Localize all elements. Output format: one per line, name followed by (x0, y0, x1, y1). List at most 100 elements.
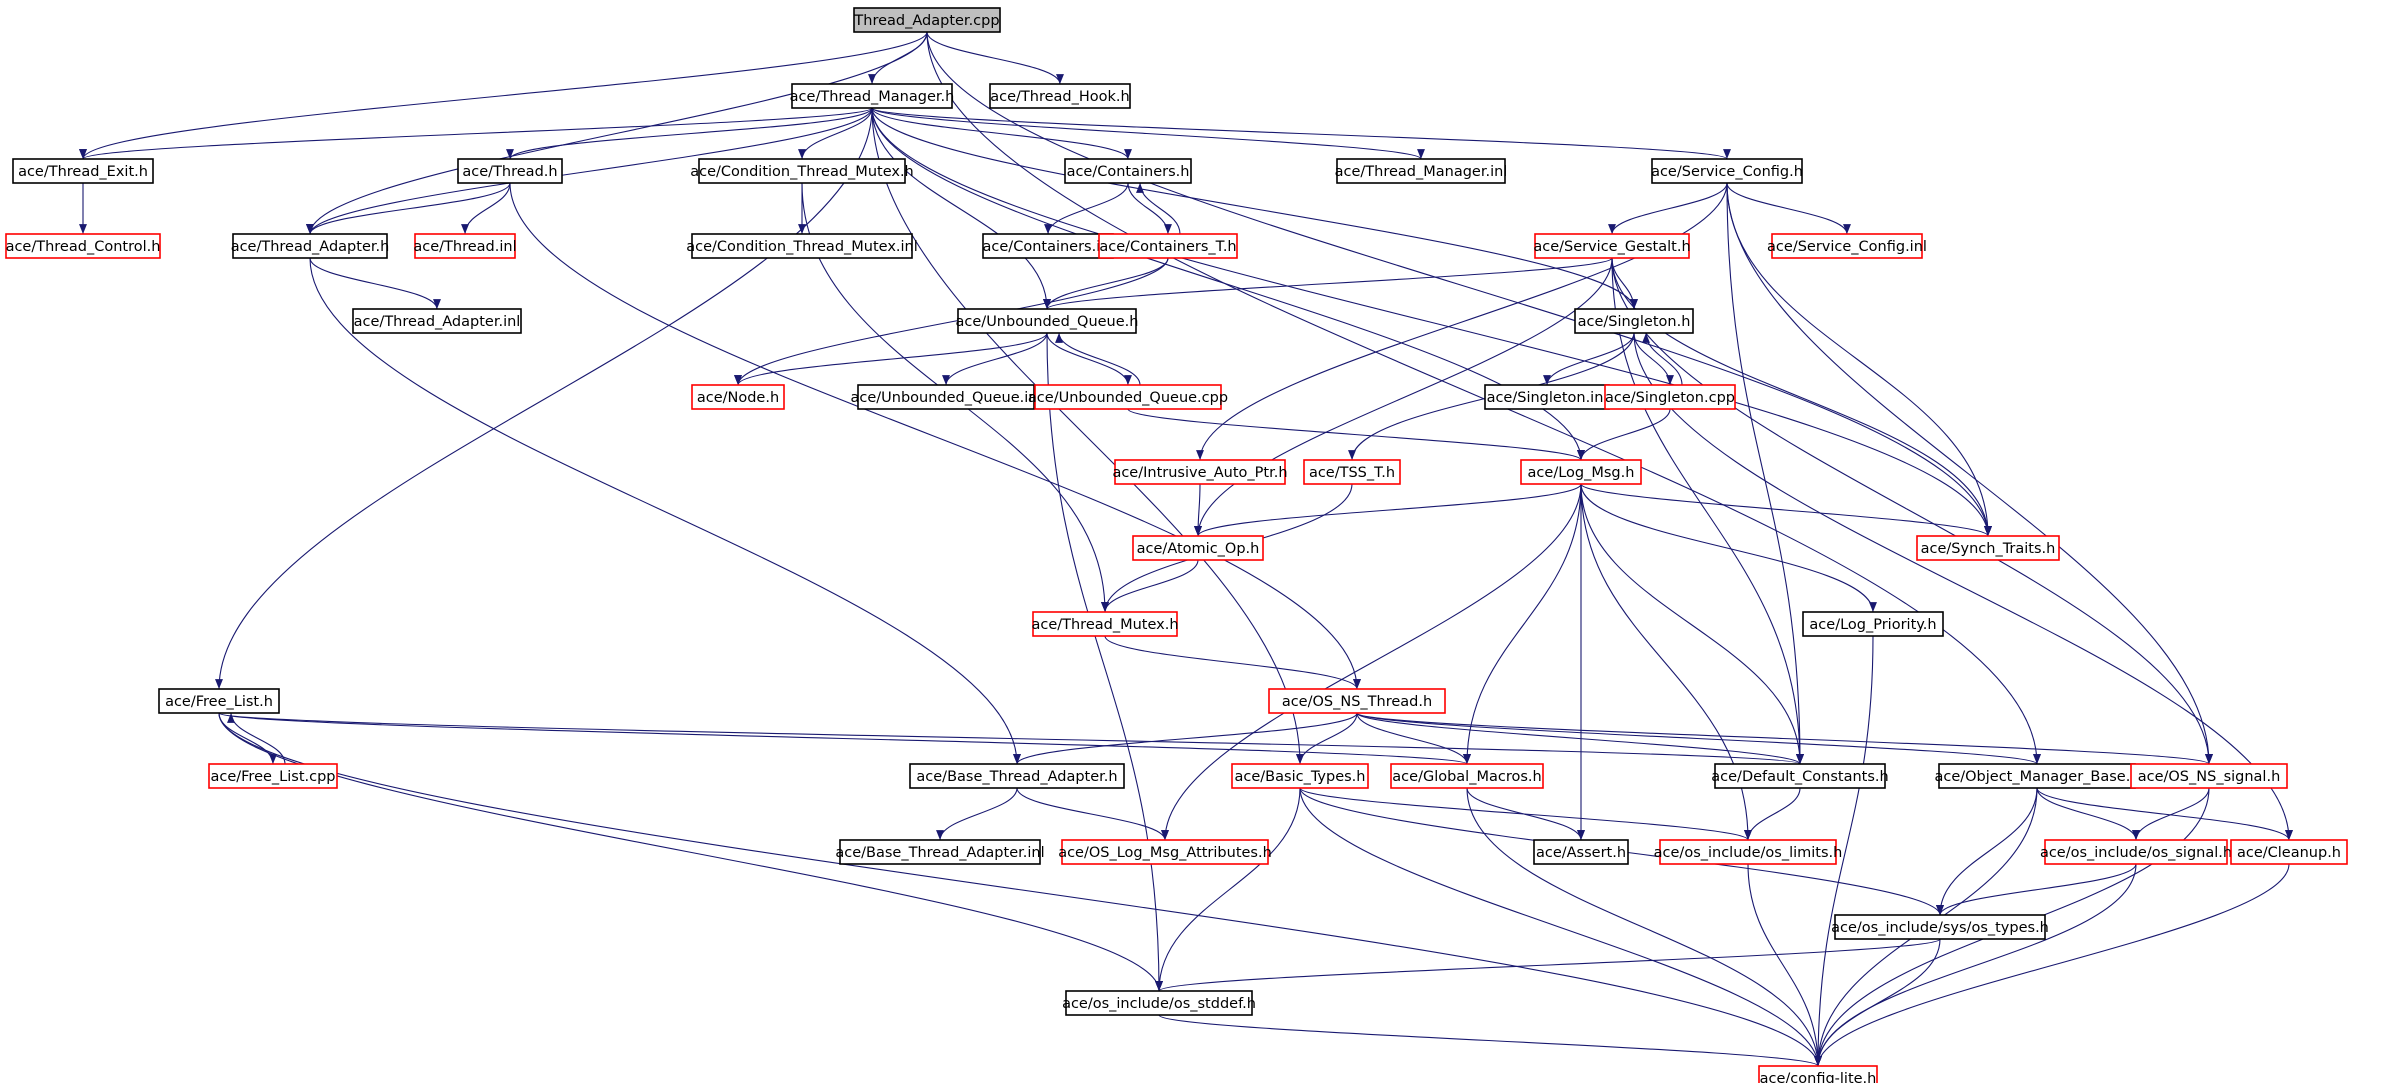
file-node-n34[interactable]: ace/Free_List.cpp (208, 763, 338, 789)
file-node-n1[interactable]: ace/Thread_Manager.h (790, 83, 955, 109)
file-node-n6[interactable]: ace/Containers.h (1064, 158, 1192, 184)
node-label: ace/Global_Macros.h (1392, 769, 1541, 785)
file-node-n12[interactable]: ace/Condition_Thread_Mutex.inl (686, 233, 918, 259)
edge-n44-to-n49 (1747, 863, 1822, 1067)
node-label: ace/OS_NS_Thread.h (1282, 694, 1432, 710)
file-node-n11[interactable]: ace/Thread.inl (413, 233, 517, 259)
file-node-n15[interactable]: ace/Service_Gestalt.h (1533, 233, 1691, 259)
edge-n8-to-n40 (1726, 182, 2213, 765)
file-node-n47[interactable]: ace/os_include/sys/os_types.h (1831, 914, 2049, 940)
file-node-n9[interactable]: ace/Thread_Control.h (5, 233, 161, 259)
node-label: ace/Unbounded_Queue.h (956, 314, 1139, 330)
file-node-n16[interactable]: ace/Service_Config.inl (1767, 233, 1927, 259)
node-box (208, 763, 338, 789)
node-label: ace/Free_List.cpp (210, 769, 335, 785)
file-node-n28[interactable]: ace/Atomic_Op.h (1132, 535, 1264, 561)
file-node-n36[interactable]: ace/Basic_Types.h (1231, 763, 1369, 789)
file-node-n4[interactable]: ace/Thread.h (457, 158, 563, 184)
file-node-n27[interactable]: ace/Log_Msg.h (1520, 459, 1642, 485)
node-label: ace/Thread.h (462, 164, 557, 180)
file-node-n2[interactable]: ace/Thread_Hook.h (989, 83, 1131, 109)
node-label: ace/config-lite.h (1760, 1071, 1877, 1083)
file-node-n24[interactable]: ace/Singleton.cpp (1604, 384, 1736, 410)
file-node-n38[interactable]: ace/Default_Constants.h (1711, 763, 1889, 789)
file-node-n23[interactable]: ace/Singleton.inl (1484, 384, 1610, 410)
edge-n45-to-n47 (1936, 863, 2137, 916)
node-box (1032, 611, 1178, 637)
edge-n1-to-n5 (798, 107, 873, 160)
node-label: ace/Thread_Control.h (6, 239, 161, 255)
file-node-n21[interactable]: ace/Unbounded_Queue.inl (851, 384, 1042, 410)
edge-n18-to-n21 (942, 332, 1048, 386)
edge-n15-to-n38 (1611, 257, 1804, 765)
edge-n1-to-n8 (871, 107, 1731, 160)
file-node-n7[interactable]: ace/Thread_Manager.inl (1335, 158, 1508, 184)
file-node-n33[interactable]: ace/OS_NS_Thread.h (1268, 688, 1446, 714)
file-node-n41[interactable]: ace/Base_Thread_Adapter.inl (835, 839, 1045, 865)
node-box (839, 839, 1041, 865)
file-node-n48[interactable]: ace/os_include/os_stddef.h (1062, 990, 1256, 1016)
file-node-n49[interactable]: ace/config-lite.h (1758, 1065, 1878, 1083)
file-node-n29[interactable]: ace/Synch_Traits.h (1916, 535, 2060, 561)
node-label: ace/Synch_Traits.h (1921, 541, 2056, 557)
edge-n36-to-n48 (1155, 787, 1301, 992)
node-box (414, 233, 516, 259)
edge-n24-to-n27 (1577, 408, 1671, 461)
file-node-n22[interactable]: ace/Unbounded_Queue.cpp (1028, 384, 1228, 410)
node-label: ace/Service_Config.h (1651, 164, 1803, 180)
edge-n0-to-n39 (926, 31, 2041, 765)
file-node-n13[interactable]: ace/Containers.inl (982, 233, 1114, 259)
file-node-n8[interactable]: ace/Service_Config.h (1651, 158, 1803, 184)
file-node-n0[interactable]: Thread_Adapter.cpp (853, 7, 1001, 33)
file-node-n35[interactable]: ace/Base_Thread_Adapter.h (909, 763, 1125, 789)
edge-n6-to-n13 (1044, 182, 1129, 235)
file-node-n31[interactable]: ace/Log_Priority.h (1802, 611, 1944, 637)
edge-n33-to-n36 (1296, 712, 1358, 765)
node-box (2130, 763, 2288, 789)
file-node-n5[interactable]: ace/Condition_Thread_Mutex.h (690, 158, 914, 184)
file-node-n45[interactable]: ace/os_include/os_signal.h (2040, 839, 2232, 865)
file-node-n14[interactable]: ace/Containers_T.h (1098, 233, 1238, 259)
edge-n8-to-n15 (1608, 182, 1728, 235)
file-node-n25[interactable]: ace/Intrusive_Auto_Ptr.h (1112, 459, 1288, 485)
file-node-n42[interactable]: ace/OS_Log_Msg_Attributes.h (1058, 839, 1272, 865)
edge-n1-to-n4 (506, 107, 873, 160)
node-box (691, 233, 913, 259)
edge-n1-to-n29 (871, 107, 1992, 537)
node-box (352, 308, 522, 334)
edge-n24-to-n19 (1642, 332, 1683, 386)
node-box (2044, 839, 2228, 865)
file-node-n40[interactable]: ace/OS_NS_signal.h (2130, 763, 2288, 789)
edge-n10-to-n17 (309, 257, 441, 310)
node-box (791, 83, 953, 109)
node-box (1771, 233, 1923, 259)
node-box (691, 384, 785, 410)
file-node-n44[interactable]: ace/os_include/os_limits.h (1654, 839, 1843, 865)
node-label: ace/Thread_Exit.h (18, 164, 148, 180)
edge-n47-to-n49 (1814, 938, 1941, 1067)
node-label: ace/Singleton.h (1578, 314, 1691, 330)
node-label: ace/Singleton.inl (1487, 390, 1608, 406)
file-node-n43[interactable]: ace/Assert.h (1533, 839, 1629, 865)
file-node-n37[interactable]: ace/Global_Macros.h (1390, 763, 1544, 789)
node-box (698, 158, 906, 184)
file-node-n30[interactable]: ace/Thread_Mutex.h (1031, 611, 1179, 637)
edge-n1-to-n19 (871, 107, 1638, 310)
file-node-n26[interactable]: ace/TSS_T.h (1303, 459, 1401, 485)
file-node-n17[interactable]: ace/Thread_Adapter.inl (352, 308, 522, 334)
node-box (857, 384, 1035, 410)
file-node-n20[interactable]: ace/Node.h (691, 384, 785, 410)
file-node-n46[interactable]: ace/Cleanup.h (2230, 839, 2348, 865)
file-node-n3[interactable]: ace/Thread_Exit.h (12, 158, 154, 184)
node-box (1758, 1065, 1878, 1083)
file-node-n10[interactable]: ace/Thread_Adapter.h (231, 233, 390, 259)
edge-n32-to-n37 (218, 712, 1471, 765)
file-node-n32[interactable]: ace/Free_List.h (158, 688, 280, 714)
edge-n45-to-n49 (1814, 863, 2137, 1067)
node-label: ace/TSS_T.h (1309, 465, 1395, 481)
file-node-n19[interactable]: ace/Singleton.h (1574, 308, 1694, 334)
file-node-n18[interactable]: ace/Unbounded_Queue.h (956, 308, 1139, 334)
file-node-n39[interactable]: ace/Object_Manager_Base.h (1934, 763, 2140, 789)
